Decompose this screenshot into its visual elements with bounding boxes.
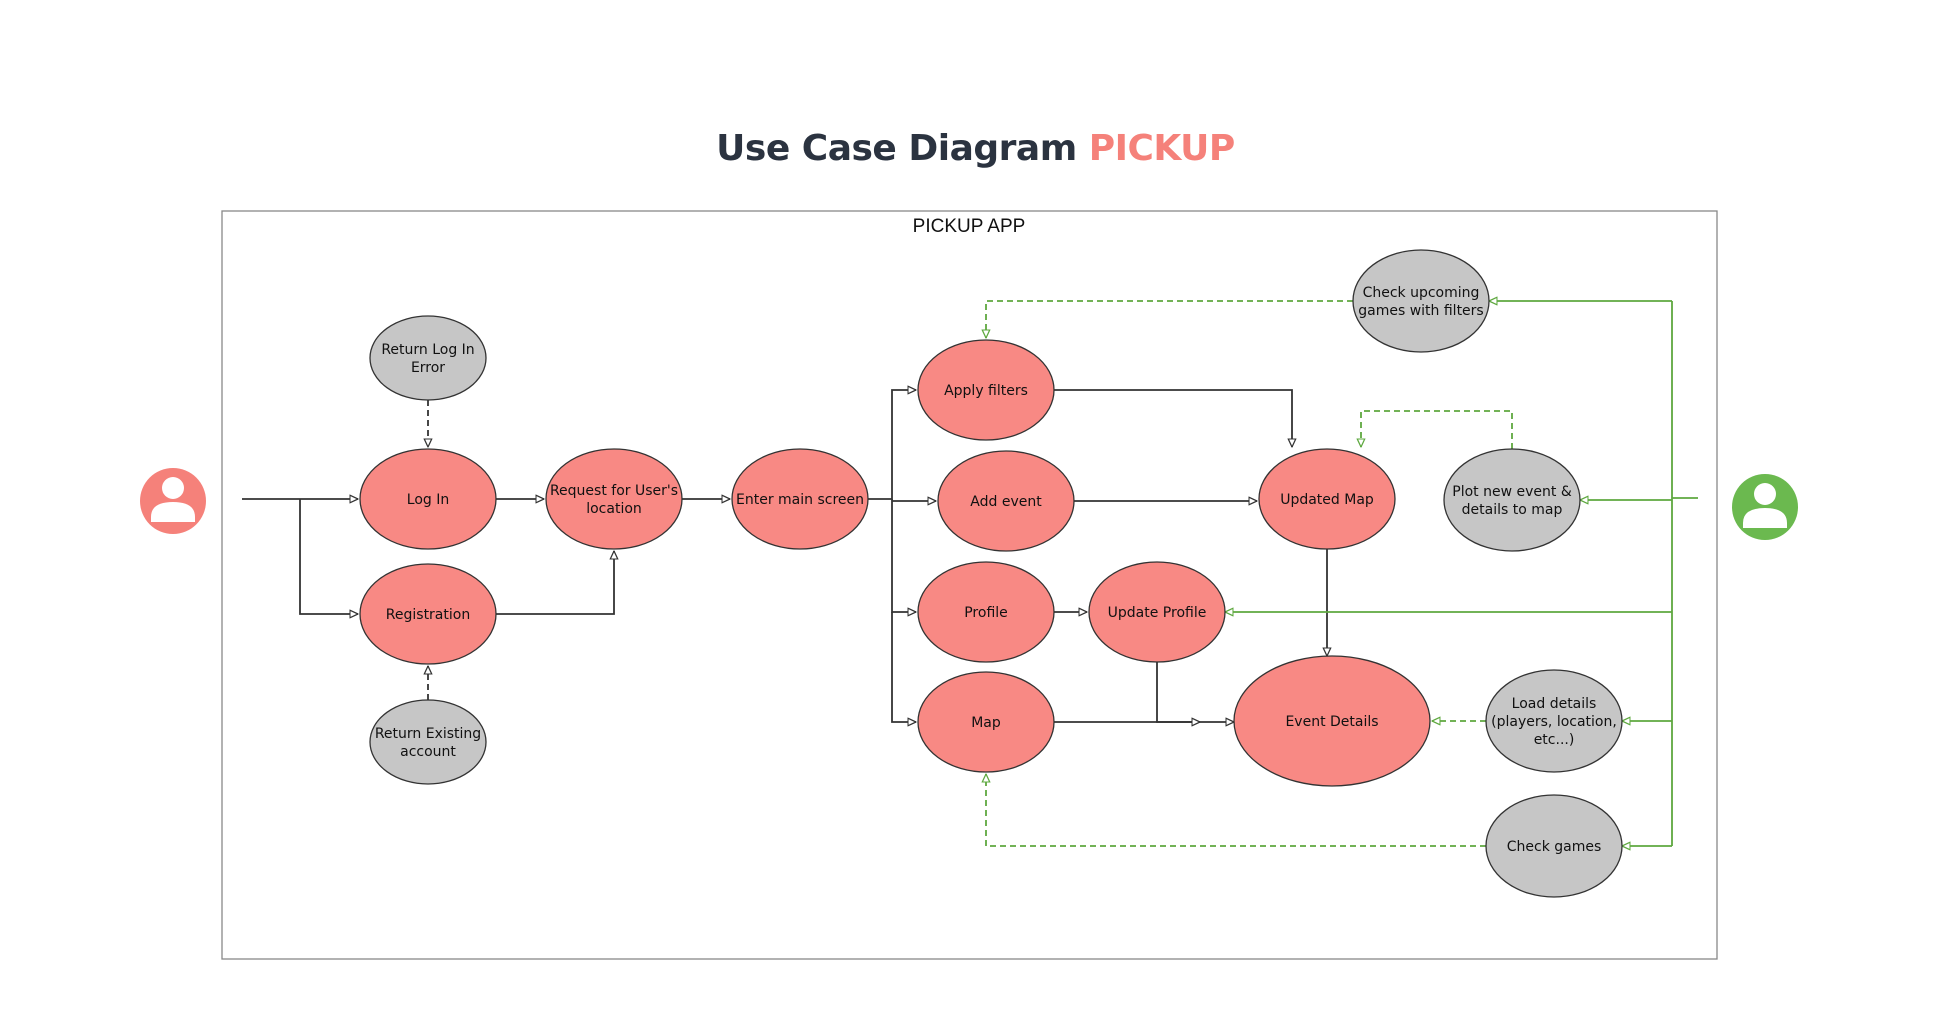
edge-main-to-profile [891,499,916,612]
system-boundary [221,210,1718,960]
use-case-label: Event Details [1285,714,1378,730]
use-case-add-event[interactable]: Add event [937,450,1075,552]
use-case-ellipse [1258,448,1396,550]
user-actor-icon [140,468,206,534]
use-case-profile[interactable]: Profile [917,561,1055,663]
edge-check-upcoming-to-filters [986,300,1353,338]
system-label: PICKUP APP [913,216,1026,237]
use-case-label: Check upcoming [1363,285,1480,301]
use-case-filters[interactable]: Apply filters [917,339,1055,441]
use-case-label: etc...) [1534,732,1575,748]
use-case-map[interactable]: Map [917,671,1055,773]
use-case-existing[interactable]: Return Existing account [369,699,487,785]
edge-filters-to-updated-map [1054,389,1292,447]
use-case-label: Error [411,360,445,376]
use-case-ellipse [1443,448,1581,552]
use-case-label: Profile [964,605,1008,621]
use-case-ellipse [917,671,1055,773]
edge-registration-to-location [496,551,614,615]
use-case-updated-map[interactable]: Updated Map [1258,448,1396,550]
use-case-label: Return Existing [375,726,481,742]
edge-plot-event-to-updated-map [1361,410,1513,449]
use-case-label: Registration [386,607,470,623]
use-case-ellipse [1233,655,1431,787]
use-case-update-profile[interactable]: Update Profile [1088,561,1226,663]
use-case-label: Updated Map [1280,492,1374,508]
use-case-label: Map [971,715,1001,731]
edge-user-to-registration [299,499,358,614]
title-accent: PICKUP [1088,128,1236,169]
use-case-label: Enter main screen [736,492,864,508]
use-case-plot-event[interactable]: Plot new event & details to map [1443,448,1581,552]
use-case-ellipse [917,561,1055,663]
use-case-main[interactable]: Enter main screen [731,448,869,550]
edges-layer [242,301,1698,846]
title-main: Use Case Diagram [716,128,1077,169]
edge-update-profile-to-event-details [1156,662,1200,722]
server-actor-icon [1732,474,1798,540]
use-case-label: (players, location, [1491,714,1617,730]
use-case-ellipse [359,448,497,550]
use-case-label: Add event [970,494,1042,510]
edge-main-to-filters [868,390,916,500]
use-case-label: Load details [1512,696,1597,712]
page-title: Use Case Diagram PICKUP [0,128,1951,169]
use-case-label: Check games [1507,839,1602,855]
use-case-ellipse [369,315,487,401]
use-case-ellipse [1485,794,1623,898]
use-case-login[interactable]: Log In [359,448,497,550]
use-case-ellipse [359,563,497,665]
use-case-ellipse [1088,561,1226,663]
use-case-ellipse [1352,249,1490,353]
edge-main-to-map [891,612,916,722]
use-case-label: Update Profile [1108,605,1207,621]
use-case-ellipse [545,448,683,550]
use-case-ellipse [731,448,869,550]
use-case-label: location [586,501,642,517]
use-case-login-error[interactable]: Return Log In Error [369,315,487,401]
use-case-check-upcoming[interactable]: Check upcoming games with filters [1352,249,1490,353]
use-case-ellipse [917,339,1055,441]
use-case-label: Log In [407,492,449,508]
use-case-location[interactable]: Request for User's location [545,448,683,550]
use-case-ellipse [369,699,487,785]
use-case-registration[interactable]: Registration [359,563,497,665]
use-case-label: games with filters [1358,303,1483,319]
use-case-label: account [400,744,456,760]
use-case-event-details[interactable]: Event Details [1233,655,1431,787]
use-case-check-games[interactable]: Check games [1485,794,1623,898]
use-case-label: Return Log In [381,342,474,358]
use-case-label: Plot new event & [1452,484,1572,500]
edge-check-games-to-map [986,774,1486,847]
use-case-label: Request for User's [550,483,678,499]
use-case-ellipse [937,450,1075,552]
use-case-label: Apply filters [944,383,1028,399]
use-case-load-details[interactable]: Load details (players, location, etc...) [1485,669,1623,773]
use-case-ellipse [1485,669,1623,773]
use-case-label: details to map [1462,502,1563,518]
